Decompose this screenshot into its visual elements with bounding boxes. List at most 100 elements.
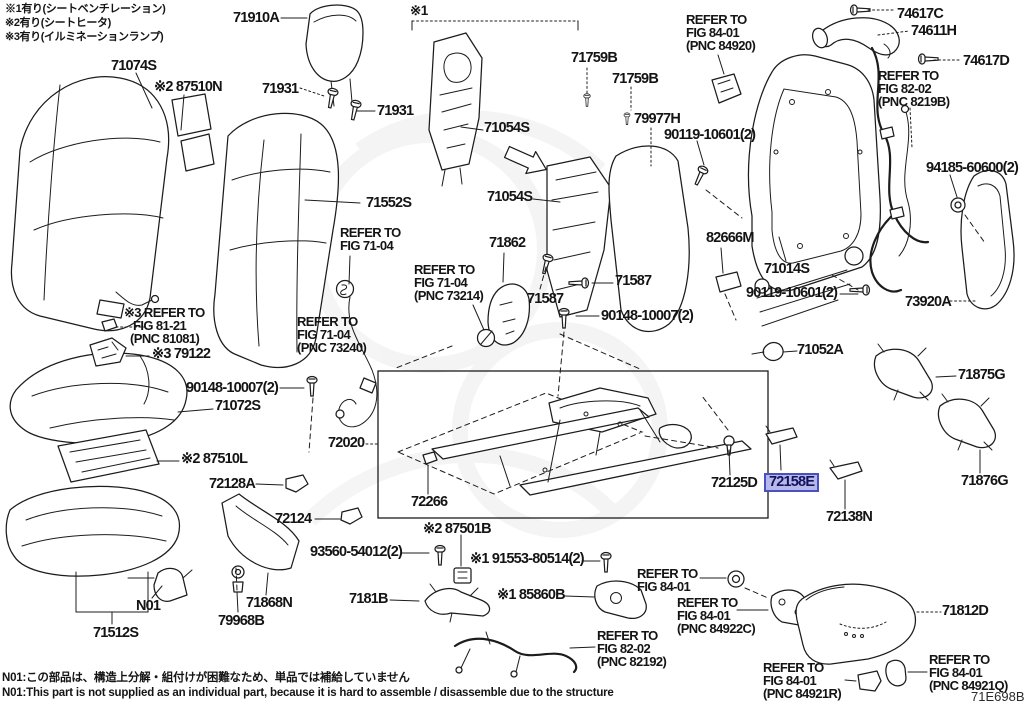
part-label-71759b-a[interactable]: 71759B [571,50,618,66]
lamp-79122-art [89,337,127,367]
leader-lines-solid [125,17,981,682]
seat-back-pad-art [213,112,340,369]
cushion-shield-art [221,493,300,571]
part-label-7181b[interactable]: 7181B [349,591,389,607]
part-label-74617c[interactable]: 74617C [897,6,944,22]
seat-back-cover-art [10,76,170,332]
construction-lines-dashed [235,189,986,599]
clip-72266-art [422,451,438,465]
part-label-87501b[interactable]: ※2 87501B [423,521,492,537]
part-label-71052a[interactable]: 71052A [797,342,844,358]
cushion-pad-bracket [75,571,149,625]
part-label-73920a[interactable]: 73920A [905,294,952,310]
switch-84921r-art [857,670,882,692]
part-label-71014s[interactable]: 71014S [764,261,810,277]
part-label-93560-54012[interactable]: 93560-54012(2) [310,544,403,560]
footnote-n01: N01:この部品は、構造上分解・組付けが困難なため、単品では補給していません N… [2,672,614,700]
seat-heater-cushion-art [57,429,160,483]
part-label-71812d[interactable]: 71812D [942,603,989,619]
ref-fig-71-04-pnc-73240: REFER TO FIG 71-04 (PNC 73240) [297,314,367,355]
seat-back-cover-shield-art [487,283,531,346]
asterisk1-bracket [411,20,579,31]
bracket-71875g-art [873,343,933,401]
part-label-72128a[interactable]: 72128A [209,476,256,492]
seat-back-frame-art [747,54,881,327]
part-label-79968b[interactable]: 79968B [218,613,265,629]
part-label-72124[interactable]: 72124 [275,511,312,527]
part-label-71759b-b[interactable]: 71759B [612,71,659,87]
part-label-90148-10007-b[interactable]: 90148-10007(2) [186,380,279,396]
ref-fig-84-01-pnc-84921r: REFER TO FIG 84-01 (PNC 84921R) [763,660,842,701]
part-label-94185-60600[interactable]: 94185-60600(2) [926,160,1019,176]
ref-fig-71-04-pnc-73214: REFER TO FIG 71-04 (PNC 73214) [414,262,484,303]
part-label-72266[interactable]: 72266 [411,494,448,510]
ref-fig-84-01-pnc-84922c: REFER TO FIG 84-01 (PNC 84922C) [677,595,756,636]
leader-lines-dotted [115,9,978,613]
sensor-87501b-art [453,567,472,584]
part-label-74611h[interactable]: 74611H [911,23,957,39]
part-label-90119-10601-b[interactable]: 90119-10601(2) [746,285,838,301]
vent-blower-art [594,580,647,620]
side-shield-art [795,583,917,665]
part-label-72125d[interactable]: 72125D [711,475,758,491]
lock-cable-art [335,279,496,428]
n01-bracket-art [127,567,193,602]
part-label-90148-10007-a[interactable]: 90148-10007(2) [601,308,694,324]
ref-fig-71-04: REFER TO FIG 71-04 [340,225,401,253]
mark-asterisk-1: ※1 [410,3,428,18]
part-label-71054s-b[interactable]: 71054S [487,189,533,205]
seat-cushion-pad-art [5,485,180,577]
part-label-82666m[interactable]: 82666M [706,230,754,246]
part-label-79977h[interactable]: 79977H [634,111,681,127]
ref-fig-82-02-pnc-82192: REFER TO FIG 82-02 (PNC 82192) [597,628,667,669]
part-label-85860b[interactable]: ※1 85860B [497,587,566,603]
part-label-74617d[interactable]: 74617D [963,53,1010,69]
cushion-clip-art [231,565,245,593]
part-label-71587-b[interactable]: 71587 [527,291,564,307]
part-label-87510l[interactable]: ※2 87510L [181,451,248,467]
part-label-79122[interactable]: ※3 79122 [152,346,211,362]
part-label-71072s[interactable]: 71072S [215,398,261,414]
part-label-71074s[interactable]: 71074S [111,58,157,74]
ref-fig-81-21-pnc-81081: ※3 REFER TO FIG 81-21 (PNC 81081) [124,305,205,346]
grip-handle-art [811,17,900,59]
legend-notes: ※1有り(シートベンチレーション) ※2有り(シートヒータ) ※3有り(イルミネ… [5,3,166,44]
knob-84921q-art [885,659,907,687]
part-label-71910a[interactable]: 71910A [233,10,280,26]
clip-72124-art [340,507,363,525]
ref-fig-84-01-pnc-84920: REFER TO FIG 84-01 (PNC 84920) [686,12,756,53]
seat-adjuster-assembly-art [428,32,483,187]
part-label-71862[interactable]: 71862 [489,235,526,251]
part-label-71931-b[interactable]: 71931 [377,103,414,119]
part-label-71931-a[interactable]: 71931 [262,81,299,97]
part-label-71552s[interactable]: 71552S [366,195,412,211]
headrest-art [305,4,364,107]
figure-code: 71E698B [971,689,1024,704]
part-label-n01[interactable]: N01 [136,598,161,614]
part-label-71512s[interactable]: 71512S [93,625,139,641]
part-label-71054s-a[interactable]: 71054S [484,120,530,136]
ref-fig-84-01-pnc-84921q: REFER TO FIG 84-01 (PNC 84921Q) [929,652,1008,693]
part-label-71876g[interactable]: 71876G [961,473,1009,489]
part-label-87510n[interactable]: ※2 87510N [154,79,223,95]
part-label-71875g[interactable]: 71875G [958,367,1006,383]
seat-track-assembly-art [396,387,752,496]
bracket-72158e-art [765,427,798,445]
bracket-72138n-art [829,461,863,480]
part-label-72138n[interactable]: 72138N [826,509,873,525]
part-label-91553-80514[interactable]: ※1 91553-80514(2) [470,551,585,567]
part-label-90119-10601-a[interactable]: 90119-10601(2) [664,127,756,143]
seatbelt-wire-harness-art [869,46,930,293]
seat-back-sheet-art [608,145,690,333]
seat-back-board-art [546,156,612,318]
bracket-71876g-art [937,393,996,451]
part-label-71868n[interactable]: 71868N [246,595,293,611]
ref-fig-82-02-pnc-8219b: REFER TO FIG 82-02 (PNC 8219B) [878,68,950,109]
part-label-72158e-selected[interactable]: 72158E [764,473,820,492]
direction-arrow [503,145,547,175]
clip-72128a-art [285,474,309,493]
lumbar-support-art [424,583,491,623]
part-label-71587-a[interactable]: 71587 [615,273,652,289]
part-label-72020[interactable]: 72020 [328,435,365,451]
